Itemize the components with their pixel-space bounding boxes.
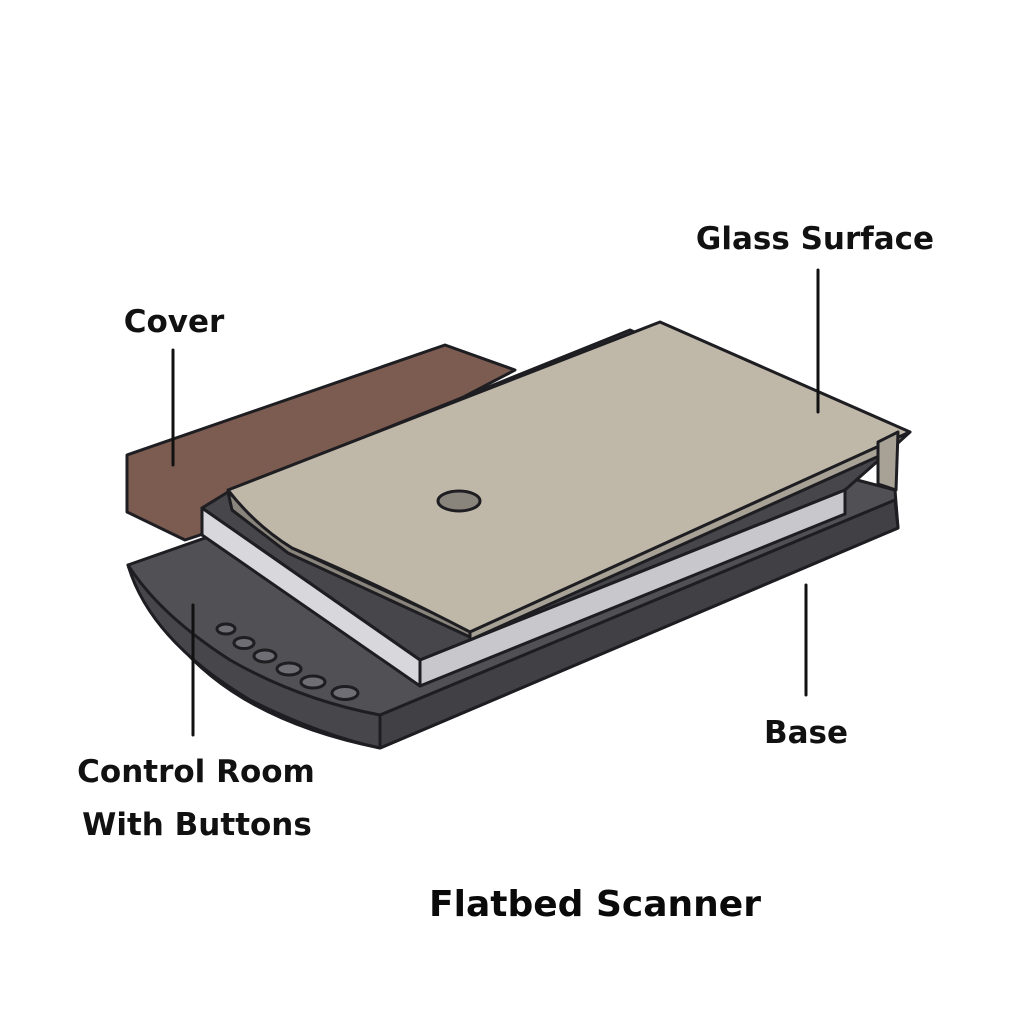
control-buttons — [215, 622, 360, 701]
control-button — [232, 636, 256, 650]
control-button — [215, 622, 237, 636]
glass-surface-panel — [226, 320, 912, 634]
glass-surface-label: Glass Surface — [696, 221, 934, 257]
lid-handle — [436, 489, 482, 513]
cover-label: Cover — [124, 304, 225, 340]
control-room-label-line1: Control Room — [77, 754, 315, 790]
scanner-cover — [125, 343, 517, 542]
base-label: Base — [764, 715, 848, 751]
control-button — [299, 674, 327, 690]
tray-right-rim — [418, 488, 847, 688]
control-button — [275, 661, 303, 677]
base-left-edge — [126, 563, 382, 750]
hinge-bracket — [876, 430, 900, 492]
control-button — [330, 685, 360, 701]
cover-panel — [125, 343, 517, 542]
diagram-title: Flatbed Scanner — [429, 884, 761, 925]
control-room-label-line2: With Buttons — [82, 807, 312, 843]
control-button — [252, 648, 278, 664]
scanner-glass — [226, 320, 912, 642]
